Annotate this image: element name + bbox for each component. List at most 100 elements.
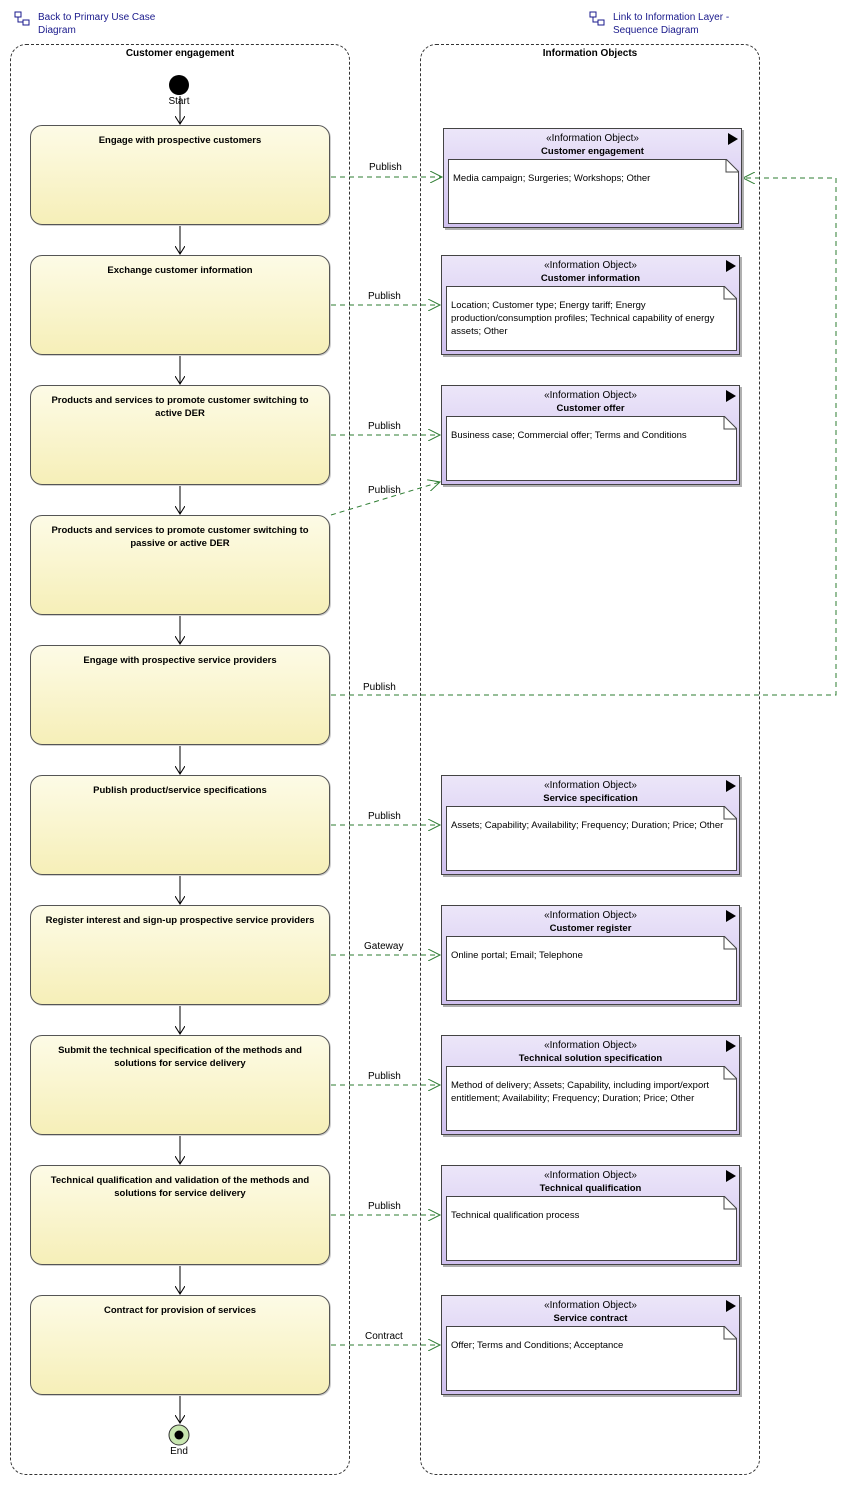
back-to-primary-use-case-link[interactable]: Back to Primary Use Case Diagram (14, 11, 155, 37)
start-node-icon (169, 75, 189, 95)
note-text: Offer; Terms and Conditions; Acceptance (451, 1340, 624, 1351)
note-text: Online portal; Email; Telephone (451, 950, 583, 961)
flow-label: Publish (368, 421, 401, 432)
object-name: Customer register (549, 923, 632, 934)
information-objects-partition: Information Objects (420, 44, 760, 1475)
flow-label: Contract (365, 1331, 403, 1342)
note-fold-icon (723, 936, 737, 950)
play-triangle-icon (726, 1040, 736, 1052)
action-label: Technical qualification and validation o… (50, 1175, 310, 1199)
note-fold-icon (723, 286, 737, 300)
end-node-icon (168, 1424, 190, 1446)
object-note: Technical qualification process (446, 1196, 737, 1261)
diagram-link-icon (589, 11, 605, 26)
object-name: Technical qualification (539, 1183, 642, 1194)
flow-label: Publish (368, 1201, 401, 1212)
object-name: Customer engagement (541, 146, 644, 157)
action-label: Register interest and sign-up prospectiv… (45, 915, 315, 926)
note-fold-icon (723, 416, 737, 430)
object-name: Service contract (553, 1313, 628, 1324)
object-flow-arrow (331, 178, 837, 696)
play-triangle-icon (726, 1170, 736, 1182)
flow-label: Publish (368, 811, 401, 822)
stereotype-label: «Information Object» (544, 1300, 637, 1311)
action-label: Products and services to promote custome… (51, 525, 309, 549)
flow-label: Publish (363, 682, 396, 693)
information-object-customer-information[interactable]: «Information Object» Customer informatio… (441, 255, 740, 355)
note-fold-icon (723, 806, 737, 820)
start-label: Start (168, 96, 190, 107)
action-exchange-customer-information[interactable]: Exchange customer information (30, 255, 330, 355)
object-note: Offer; Terms and Conditions; Acceptance (446, 1326, 737, 1391)
object-name: Customer information (540, 273, 641, 284)
flow-label: Publish (368, 1071, 401, 1082)
action-technical-qualification-validation[interactable]: Technical qualification and validation o… (30, 1165, 330, 1265)
stereotype-label: «Information Object» (544, 780, 637, 791)
object-note: Assets; Capability; Availability; Freque… (446, 806, 737, 871)
stereotype-label: «Information Object» (546, 133, 639, 144)
note-text: Method of delivery; Assets; Capability, … (451, 1080, 710, 1104)
object-flow-arrow (330, 482, 440, 516)
object-name: Technical solution specification (518, 1053, 663, 1064)
flow-label: Publish (368, 291, 401, 302)
action-promote-switching-passive-or-active-der[interactable]: Products and services to promote custome… (30, 515, 330, 615)
information-object-service-specification[interactable]: «Information Object» Service specificati… (441, 775, 740, 875)
note-fold-icon (723, 1066, 737, 1080)
note-text: Assets; Capability; Availability; Freque… (451, 820, 724, 831)
partition-title: Information Objects (542, 48, 638, 59)
information-layer-sequence-link[interactable]: Link to Information Layer - Sequence Dia… (589, 11, 729, 37)
stereotype-label: «Information Object» (544, 1170, 637, 1181)
flow-label: Publish (368, 485, 401, 496)
action-engage-prospective-customers[interactable]: Engage with prospective customers (30, 125, 330, 225)
stereotype-label: «Information Object» (544, 260, 637, 271)
stereotype-label: «Information Object» (544, 910, 637, 921)
object-note: Business case; Commercial offer; Terms a… (446, 416, 737, 481)
action-contract-provision-services[interactable]: Contract for provision of services (30, 1295, 330, 1395)
information-object-customer-register[interactable]: «Information Object» Customer register O… (441, 905, 740, 1005)
note-fold-icon (723, 1196, 737, 1210)
object-name: Customer offer (556, 403, 625, 414)
play-triangle-icon (726, 910, 736, 922)
object-note: Online portal; Email; Telephone (446, 936, 737, 1001)
object-note: Method of delivery; Assets; Capability, … (446, 1066, 737, 1131)
action-publish-service-specifications[interactable]: Publish product/service specifications (30, 775, 330, 875)
action-label: Publish product/service specifications (93, 785, 267, 796)
partition-title: Customer engagement (125, 48, 235, 59)
action-label: Engage with prospective customers (98, 135, 262, 146)
note-text: Location; Customer type; Energy tariff; … (451, 300, 715, 337)
note-text: Business case; Commercial offer; Terms a… (451, 430, 687, 441)
information-object-customer-engagement[interactable]: «Information Object» Customer engagement… (443, 128, 742, 228)
back-link-text[interactable]: Back to Primary Use Case Diagram (38, 12, 156, 36)
stereotype-label: «Information Object» (544, 390, 637, 401)
action-submit-technical-specification[interactable]: Submit the technical specification of th… (30, 1035, 330, 1135)
object-name: Service specification (543, 793, 638, 804)
play-triangle-icon (728, 133, 738, 145)
forward-link-text[interactable]: Link to Information Layer - Sequence Dia… (613, 12, 730, 36)
action-register-service-providers[interactable]: Register interest and sign-up prospectiv… (30, 905, 330, 1005)
action-label: Engage with prospective service provider… (83, 655, 277, 666)
play-triangle-icon (726, 390, 736, 402)
information-object-service-contract[interactable]: «Information Object» Service contract Of… (441, 1295, 740, 1395)
object-note: Location; Customer type; Energy tariff; … (446, 286, 737, 351)
flow-label: Publish (369, 162, 402, 173)
action-promote-switching-active-der[interactable]: Products and services to promote custome… (30, 385, 330, 485)
information-object-technical-solution-specification[interactable]: «Information Object» Technical solution … (441, 1035, 740, 1135)
stereotype-label: «Information Object» (544, 1040, 637, 1051)
information-object-technical-qualification[interactable]: «Information Object» Technical qualifica… (441, 1165, 740, 1265)
play-triangle-icon (726, 780, 736, 792)
customer-engagement-partition: Customer engagement (10, 44, 350, 1475)
action-engage-prospective-service-providers[interactable]: Engage with prospective service provider… (30, 645, 330, 745)
play-triangle-icon (726, 1300, 736, 1312)
note-text: Media campaign; Surgeries; Workshops; Ot… (453, 173, 651, 184)
note-fold-icon (723, 1326, 737, 1340)
action-label: Exchange customer information (107, 265, 253, 276)
action-label: Products and services to promote custome… (51, 395, 309, 419)
flow-label: Gateway (364, 941, 404, 952)
end-label: End (170, 1446, 188, 1457)
action-label: Contract for provision of services (103, 1305, 257, 1316)
play-triangle-icon (726, 260, 736, 272)
note-fold-icon (725, 159, 739, 173)
information-object-customer-offer[interactable]: «Information Object» Customer offer Busi… (441, 385, 740, 485)
note-text: Technical qualification process (451, 1210, 580, 1221)
